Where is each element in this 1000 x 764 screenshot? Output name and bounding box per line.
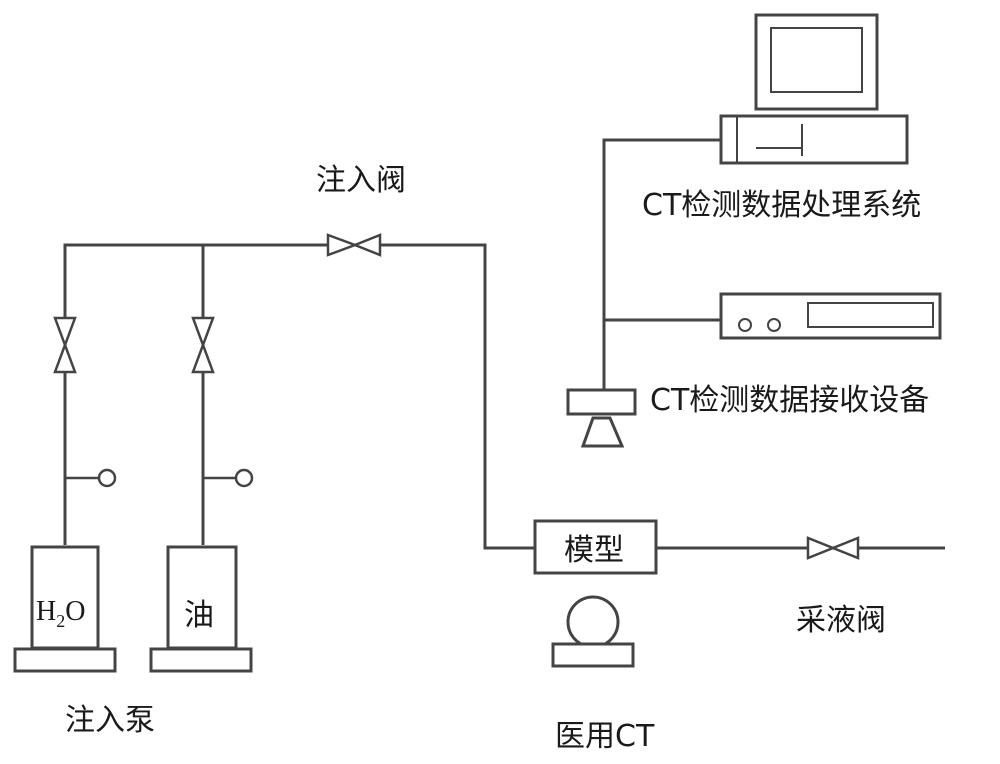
ct-scanner-icon [551,595,635,668]
model-label: 模型 [564,533,624,568]
data-cable [602,138,721,390]
oil-line-valve-icon [191,316,215,374]
oil-pressure-gauge-icon [203,468,254,488]
water-pressure-gauge-icon [65,468,117,488]
h2o-tank-label: H2O [36,596,85,631]
main-pipe [63,243,535,550]
ct-detector-icon [566,388,637,448]
ct-receiving-device-label: CT检测数据接收设备 [650,383,929,418]
oil-pump-base [149,647,253,673]
medical-ct-label: 医用CT [555,719,655,754]
water-line-valve-icon [53,316,77,374]
h2o-tail: O [65,596,85,627]
h2o-subscript: 2 [56,611,65,631]
sampling-valve-label: 采液阀 [796,603,886,638]
sampling-valve-icon [806,536,860,560]
oil-tank-label: 油 [184,598,214,633]
ct-processing-system-label: CT检测数据处理系统 [642,188,921,223]
injection-pump-label: 注入泵 [65,703,155,738]
h2o-tank [30,545,100,650]
computer-monitor-icon [719,13,909,165]
injection-valve-icon [326,233,382,257]
injection-valve-label: 注入阀 [316,163,406,198]
h2o-pump-base [13,647,117,673]
model-box [533,519,658,575]
h2o-main: H [36,596,56,627]
receiver-device-icon [719,292,942,340]
